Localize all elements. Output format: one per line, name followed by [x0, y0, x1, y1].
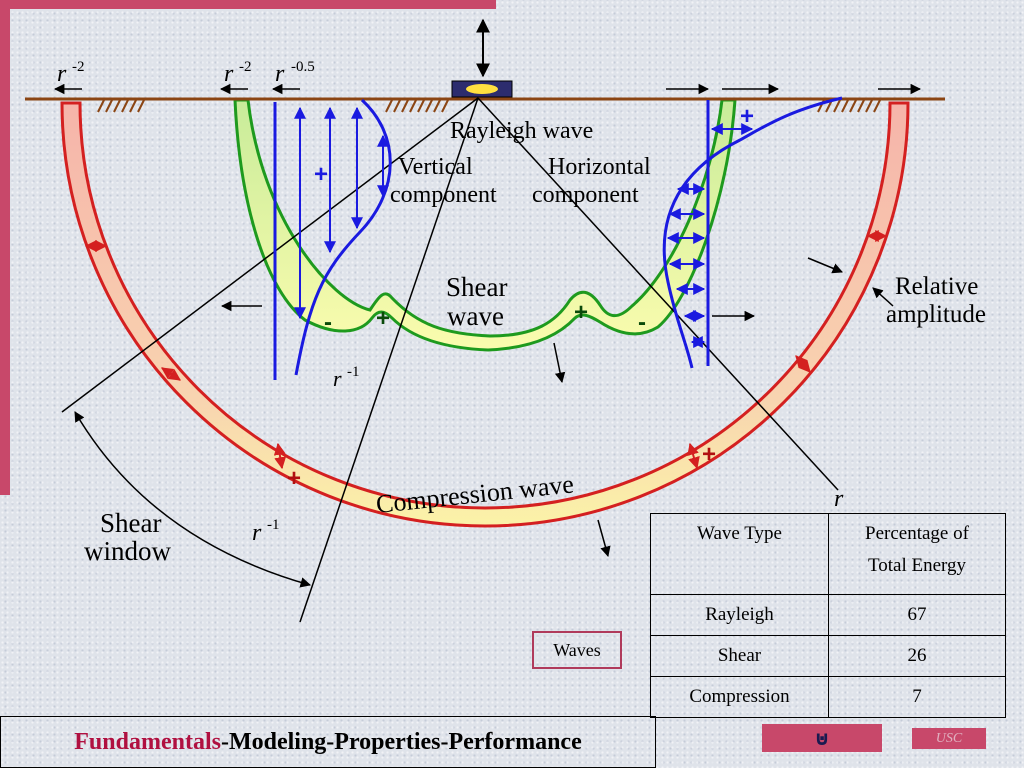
- label-r-minus1-lower: r: [252, 520, 262, 546]
- footer-rest: -Modeling-Properties-Performance: [220, 728, 582, 755]
- waves-link-button[interactable]: Waves: [532, 631, 622, 669]
- label-vertical-line1: Vertical: [398, 154, 473, 180]
- return-nav-button[interactable]: ⊍: [762, 724, 882, 752]
- cell-wave-type: Shear: [650, 635, 829, 677]
- label-r-minus1-lower-exp: -1: [267, 517, 280, 533]
- label-shear-wave-line1: Shear: [446, 272, 507, 302]
- sign-plus-vertical: +: [314, 161, 328, 188]
- rayleigh-horizontal-arrows: [666, 123, 754, 348]
- header-wave-type: Wave Type: [650, 513, 829, 595]
- label-vertical-line2: component: [390, 182, 497, 208]
- shear-wave-band: [233, 98, 737, 352]
- label-horizontal-line2: component: [532, 182, 639, 208]
- usc-button[interactable]: USC: [912, 728, 986, 749]
- cell-energy: 26: [828, 635, 1006, 677]
- label-r: r: [834, 486, 844, 512]
- header-energy-line2: Total Energy: [867, 555, 967, 576]
- particle-motion-arrows: [220, 257, 894, 558]
- label-relative-line1: Relative: [895, 273, 978, 300]
- label-shear-wave-line2: wave: [447, 301, 504, 331]
- cell-wave-type: Rayleigh: [650, 594, 829, 636]
- compression-amplitude-arrows: [84, 230, 888, 470]
- energy-table: Wave Type Percentage of Total Energy Ray…: [650, 513, 1006, 718]
- header-energy: Percentage of Total Energy: [828, 513, 1006, 595]
- sign-minus-shear-right: -: [638, 309, 646, 336]
- sign-plus-horizontal: +: [740, 103, 754, 130]
- label-r-minus2-left: r: [57, 61, 67, 87]
- sign-plus-compression-right: +: [702, 441, 716, 468]
- label-rayleigh-wave: Rayleigh wave: [450, 118, 593, 144]
- wave-diagram: r -2 r -2 r -0.5 Rayleigh wave Vertical …: [25, 18, 986, 623]
- top-accent-bar: [0, 0, 496, 9]
- cell-wave-type: Compression: [650, 676, 829, 718]
- footer-title: Fundamentals-Modeling-Properties-Perform…: [0, 716, 656, 768]
- ground-hatch-2: [385, 99, 449, 113]
- left-accent-bar: [0, 0, 10, 495]
- shear-window-arc: [74, 411, 312, 588]
- label-shear-window-line2: window: [84, 536, 172, 566]
- radial-rays: [61, 97, 839, 623]
- table-header-row: Wave Type Percentage of Total Energy: [650, 513, 1006, 595]
- label-relative-line2: amplitude: [886, 301, 986, 328]
- cell-energy: 7: [828, 676, 1006, 718]
- label-r-minus05-exp: -0.5: [291, 59, 315, 75]
- label-r-minus1-center: r: [333, 366, 342, 391]
- ground-hatch-1: [97, 99, 145, 113]
- label-r-minus2-mid: r: [224, 61, 234, 87]
- label-r-minus05: r: [275, 61, 285, 87]
- sign-plus-shear-left: +: [376, 305, 390, 332]
- table-row: Rayleigh 67: [650, 594, 1006, 636]
- label-r-minus2-mid-exp: -2: [239, 59, 252, 75]
- label-r-minus1-center-exp: -1: [347, 364, 360, 380]
- header-energy-line1: Percentage of: [865, 523, 969, 544]
- sign-plus-shear-right: +: [574, 299, 588, 326]
- label-horizontal-line1: Horizontal: [548, 154, 651, 180]
- label-r-minus2-left-exp: -2: [72, 59, 85, 75]
- table-row: Shear 26: [650, 635, 1006, 677]
- sign-minus-shear-left: -: [324, 309, 332, 336]
- footer-accent: Fundamentals: [74, 728, 221, 755]
- ground-hatch-3: [817, 99, 881, 113]
- return-icon: ⊍: [813, 726, 831, 750]
- table-row: Compression 7: [650, 676, 1006, 718]
- label-shear-window-line1: Shear: [100, 508, 161, 538]
- cell-energy: 67: [828, 594, 1006, 636]
- rayleigh-vertical-arrows: [294, 106, 389, 320]
- sign-plus-compression-left: +: [287, 465, 301, 492]
- vibration-source-glow: [466, 84, 498, 94]
